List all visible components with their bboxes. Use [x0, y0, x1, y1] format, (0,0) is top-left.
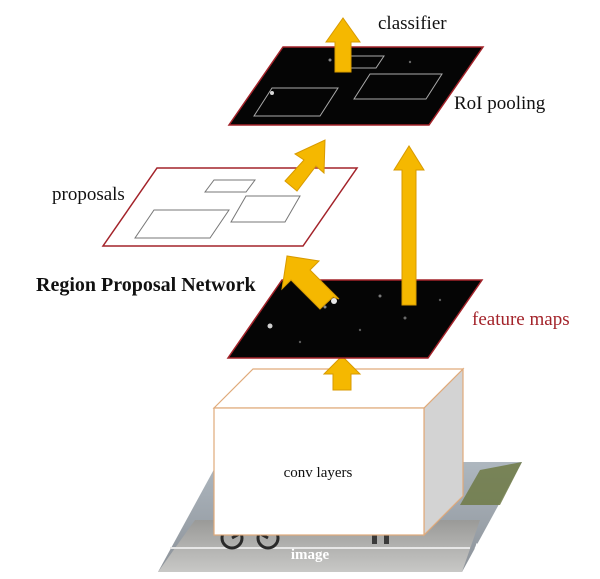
- roi-pooling-plane: RoI pooling: [227, 46, 546, 126]
- roi-pooling-label: RoI pooling: [454, 93, 546, 114]
- arrow-feature-to-roi: [393, 145, 425, 306]
- proposal-box: [134, 209, 230, 239]
- watermark: 知乎 @宋佩红: [474, 542, 569, 560]
- feature-activations: [267, 294, 442, 344]
- feature-maps-plane: feature maps: [226, 279, 570, 359]
- classifier-label: classifier: [378, 13, 447, 34]
- arrow-conv-to-feature-maps: [322, 355, 362, 391]
- proposal-box: [230, 195, 301, 223]
- image-label: image: [291, 547, 330, 563]
- arrow-rpn: [281, 255, 340, 310]
- proposals-plane: proposals: [52, 167, 359, 247]
- conv-layers-cube: conv layers: [212, 367, 465, 537]
- proposal-box: [204, 179, 256, 193]
- roi-box: [353, 73, 443, 100]
- arrow-proposals-to-roi: [284, 139, 326, 192]
- conv-layers-label: conv layers: [284, 465, 353, 481]
- arrow-to-classifier: [325, 17, 361, 73]
- roi-box: [253, 87, 339, 117]
- proposals-label: proposals: [52, 184, 125, 205]
- rpn-label: Region Proposal Network: [36, 274, 256, 296]
- feature-maps-label: feature maps: [472, 309, 570, 330]
